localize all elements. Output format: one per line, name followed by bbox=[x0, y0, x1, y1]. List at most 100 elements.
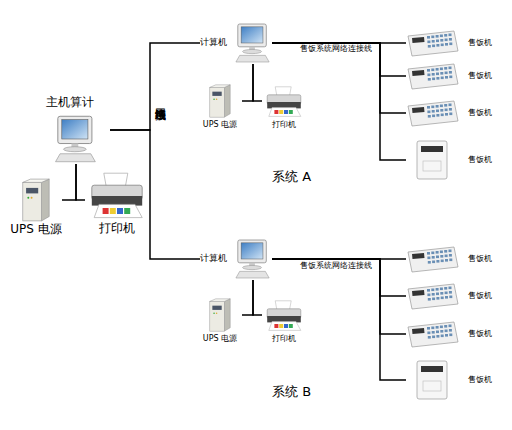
paper-in bbox=[275, 87, 291, 96]
device-label: UPS 电源 bbox=[2, 223, 70, 237]
ups-front bbox=[23, 182, 42, 221]
paper-in bbox=[275, 301, 291, 310]
terminal-key bbox=[432, 293, 435, 296]
sales-terminal: 售饭机 bbox=[406, 320, 496, 348]
terminal-key bbox=[440, 255, 443, 258]
terminal-key bbox=[432, 261, 435, 264]
terminal-key bbox=[436, 331, 439, 334]
terminal-key bbox=[449, 113, 452, 116]
reader-pad bbox=[423, 381, 441, 391]
terminal-key bbox=[445, 330, 448, 333]
terminal-key bbox=[436, 251, 439, 254]
network-cable bbox=[272, 42, 406, 44]
network-cable bbox=[110, 43, 200, 130]
device-icon bbox=[234, 22, 272, 64]
monitor-case bbox=[238, 24, 266, 47]
printer-icon bbox=[92, 173, 142, 217]
sales-terminal: 售饭机 bbox=[406, 282, 496, 310]
print-color bbox=[103, 208, 109, 214]
peripheral-device: 打印机 bbox=[262, 298, 306, 344]
terminal-key bbox=[440, 35, 443, 38]
ups-light bbox=[216, 99, 218, 101]
terminal-key bbox=[436, 44, 439, 47]
ups-panel bbox=[212, 92, 221, 96]
device-label: 计算机 bbox=[200, 37, 234, 47]
terminal-key bbox=[449, 334, 452, 337]
computer-node: 计算机 bbox=[200, 238, 272, 280]
terminal-key bbox=[445, 334, 448, 337]
terminal-key bbox=[445, 296, 448, 299]
terminal-key bbox=[432, 110, 435, 113]
terminal-key bbox=[432, 78, 435, 81]
terminal-key bbox=[449, 34, 452, 37]
print-color bbox=[117, 208, 123, 214]
device-icon bbox=[87, 172, 147, 220]
terminal-key bbox=[441, 335, 444, 338]
terminal-key bbox=[428, 336, 431, 339]
print-color bbox=[274, 324, 278, 328]
terminal-key bbox=[444, 325, 447, 328]
ups-front bbox=[210, 87, 224, 117]
terminal-display bbox=[412, 253, 425, 259]
computer-icon bbox=[236, 240, 269, 278]
annotation-label: 系统 A bbox=[272, 170, 311, 184]
device-label: 售饭机 bbox=[468, 375, 498, 384]
terminal-key bbox=[440, 326, 443, 329]
terminal-key bbox=[440, 39, 443, 42]
device-label: 售饭机 bbox=[468, 108, 498, 117]
terminal-key bbox=[440, 109, 443, 112]
terminal-key bbox=[449, 259, 452, 262]
terminal-key bbox=[449, 291, 452, 294]
device-label: 售饭机 bbox=[468, 71, 498, 80]
terminal-key bbox=[436, 326, 439, 329]
terminal-key bbox=[449, 108, 452, 111]
terminal-key bbox=[427, 36, 430, 39]
network-cable bbox=[272, 259, 406, 296]
terminal-key bbox=[449, 43, 452, 46]
terminal-key bbox=[449, 287, 452, 290]
terminal-key bbox=[445, 113, 448, 116]
terminal-key bbox=[436, 297, 439, 300]
terminal-key bbox=[440, 292, 443, 295]
keyboard bbox=[56, 154, 96, 162]
terminal-key bbox=[427, 289, 430, 292]
terminal-key bbox=[440, 288, 443, 291]
terminal-key bbox=[427, 294, 430, 297]
ups-light bbox=[216, 313, 218, 315]
keypad-icon bbox=[408, 322, 458, 347]
reader-body bbox=[417, 141, 447, 179]
print-color bbox=[279, 110, 283, 114]
terminal-key bbox=[445, 76, 448, 79]
terminal-key bbox=[431, 252, 434, 255]
terminal-key bbox=[449, 254, 452, 257]
terminal-body bbox=[408, 247, 458, 272]
annotation-label: 售饭系统网络连接线 bbox=[300, 262, 372, 270]
terminal-body bbox=[408, 64, 458, 89]
keyboard bbox=[236, 55, 269, 62]
device-icon bbox=[206, 298, 234, 332]
print-color bbox=[289, 324, 293, 328]
peripheral-device: UPS 电源 bbox=[10, 178, 62, 238]
device-label: 售饭机 bbox=[468, 38, 498, 47]
terminal-key bbox=[428, 261, 431, 264]
terminal-key bbox=[445, 109, 448, 112]
keypad-icon bbox=[408, 31, 458, 56]
monitor-case bbox=[238, 240, 266, 263]
computer-node: 计算机 bbox=[200, 22, 272, 64]
ups-icon bbox=[210, 299, 230, 331]
terminal-key bbox=[445, 255, 448, 258]
device-label: UPS 电源 bbox=[192, 120, 248, 129]
network-cable bbox=[76, 164, 85, 200]
terminal-key bbox=[436, 40, 439, 43]
terminal-key bbox=[444, 287, 447, 290]
device-label: 售饭机 bbox=[468, 291, 498, 300]
network-cable bbox=[242, 280, 253, 315]
terminal-key bbox=[428, 115, 431, 118]
network-cable bbox=[272, 258, 406, 260]
terminal-key bbox=[449, 71, 452, 74]
terminal-key bbox=[427, 111, 430, 114]
device-icon bbox=[406, 320, 460, 348]
device-label: 售饭机 bbox=[468, 254, 498, 263]
terminal-key bbox=[436, 114, 439, 117]
device-icon bbox=[406, 29, 460, 57]
